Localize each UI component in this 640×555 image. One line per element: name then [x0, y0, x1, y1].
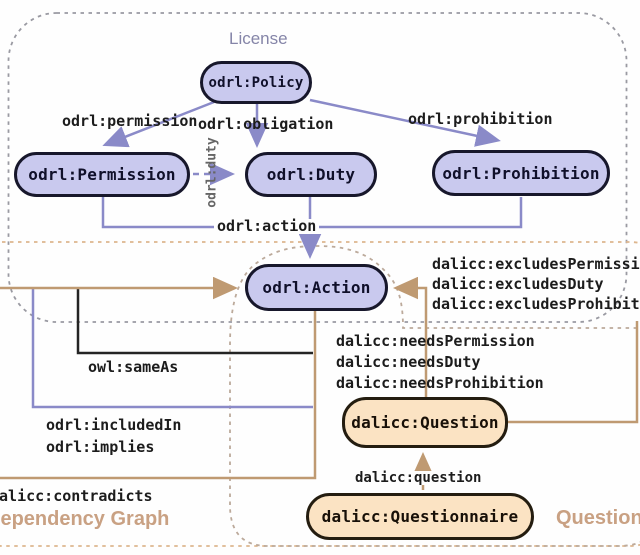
- edge-label-odrl-permission: odrl:permission: [62, 112, 198, 130]
- edge-sameas-loop: [76, 288, 313, 355]
- edge-label-dalicc-needs-permission: dalicc:needsPermission: [336, 332, 535, 350]
- edge-label-owl-sameas: owl:sameAs: [88, 358, 179, 376]
- questionnaire-region-border: [229, 245, 640, 547]
- edge-label-odrl-obligation: odrl:obligation: [198, 115, 334, 133]
- edge-label-odrl-action: odrl:action: [214, 219, 320, 234]
- edge-includedin-implies-loop: [31, 288, 313, 409]
- edge-label-dalicc-excludes-duty: dalicc:excludesDuty: [432, 275, 604, 293]
- edge-label-dalicc-needs-duty: dalicc:needsDuty: [336, 353, 481, 371]
- edge-label-dalicc-question: dalicc:question: [352, 471, 485, 485]
- edge-label-odrl-duty: odrl:duty: [204, 137, 220, 208]
- edge-label-dalicc-excludes-prohibition: dalicc:excludesProhibition: [432, 295, 640, 313]
- license-region-border: [7, 12, 628, 323]
- node-odrl-prohibition: odrl:Prohibition: [432, 150, 610, 196]
- node-dalicc-questionnaire: dalicc:Questionnaire: [306, 493, 534, 540]
- edge-policy-to-permission: [102, 100, 215, 148]
- edge-contradicts-loop: [0, 311, 317, 480]
- edge-label-odrl-prohibition: odrl:prohibition: [408, 110, 553, 128]
- edge-label-dalicc-needs-prohibition: dalicc:needsProhibition: [336, 374, 544, 392]
- license-region-label: License: [229, 29, 288, 48]
- edge-label-odrl-includedin: odrl:includedIn: [46, 416, 182, 434]
- questionnaire-region-label: Questionnaire: [556, 507, 640, 529]
- node-odrl-policy: odrl:Policy: [200, 61, 312, 104]
- dependency-graph-region-label: Dependency Graph: [0, 508, 170, 530]
- node-odrl-duty: odrl:Duty: [245, 152, 377, 197]
- node-odrl-action: odrl:Action: [245, 264, 388, 311]
- edge-policy-to-prohibition: [309, 98, 501, 147]
- edge-label-dalicc-contradicts: dalicc:contradicts: [0, 487, 153, 505]
- edge-label-dalicc-excludes-permission: dalicc:excludesPermission: [432, 255, 640, 273]
- node-dalicc-question: dalicc:Question: [342, 397, 508, 448]
- edge-question-excludes-action: [508, 321, 639, 424]
- edge-question-needs-action: [393, 276, 428, 397]
- node-odrl-permission: odrl:Permission: [14, 152, 190, 197]
- edge-label-odrl-implies: odrl:implies: [46, 438, 155, 456]
